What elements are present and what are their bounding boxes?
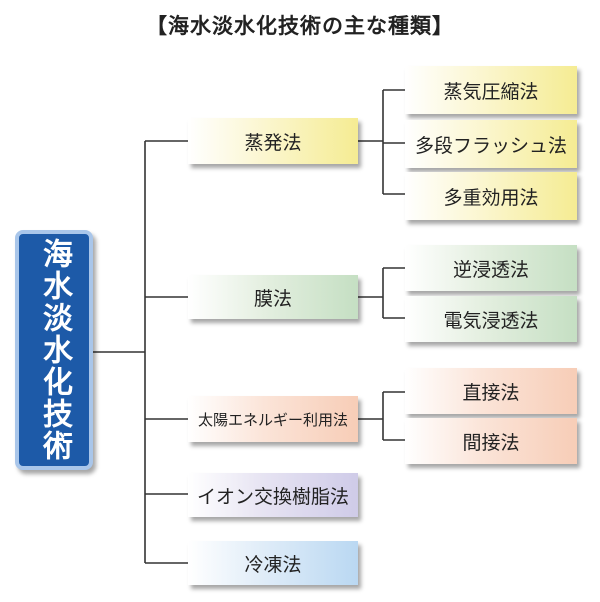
method-label: 電気浸透法: [443, 309, 539, 332]
method-label: 逆浸透法: [452, 258, 529, 281]
method-multi-effect: 多重効用法: [405, 172, 577, 220]
method-label: 多段フラッシュ法: [414, 134, 567, 157]
category-label: 冷凍法: [244, 553, 302, 576]
category-membrane: 膜法: [188, 275, 358, 319]
category-freezing: 冷凍法: [188, 541, 358, 585]
root-label: 海水淡水化技術: [37, 238, 72, 462]
method-vapor-compression: 蒸気圧縮法: [405, 66, 577, 114]
method-indirect: 間接法: [405, 418, 577, 464]
method-label: 直接法: [462, 381, 520, 404]
method-multi-stage-flash: 多段フラッシュ法: [405, 120, 577, 168]
method-electrodialysis: 電気浸透法: [405, 296, 577, 342]
category-solar: 太陽エネルギー利用法: [188, 396, 358, 442]
method-direct: 直接法: [405, 368, 577, 414]
diagram-title: 【海水淡水化技術の主な種類】: [146, 14, 454, 38]
category-ion-exchange: イオン交換樹脂法: [188, 473, 358, 517]
method-label: 蒸気圧縮法: [443, 80, 539, 103]
category-evaporation: 蒸発法: [188, 118, 358, 164]
method-reverse-osmosis: 逆浸透法: [405, 245, 577, 291]
category-label: 蒸発法: [244, 131, 302, 154]
category-label: 太陽エネルギー利用法: [197, 410, 348, 429]
category-label: イオン交換樹脂法: [196, 485, 349, 508]
category-label: 膜法: [253, 287, 292, 310]
method-label: 多重効用法: [443, 186, 539, 209]
root-node: 海水淡水化技術: [15, 230, 93, 470]
method-label: 間接法: [462, 431, 520, 454]
